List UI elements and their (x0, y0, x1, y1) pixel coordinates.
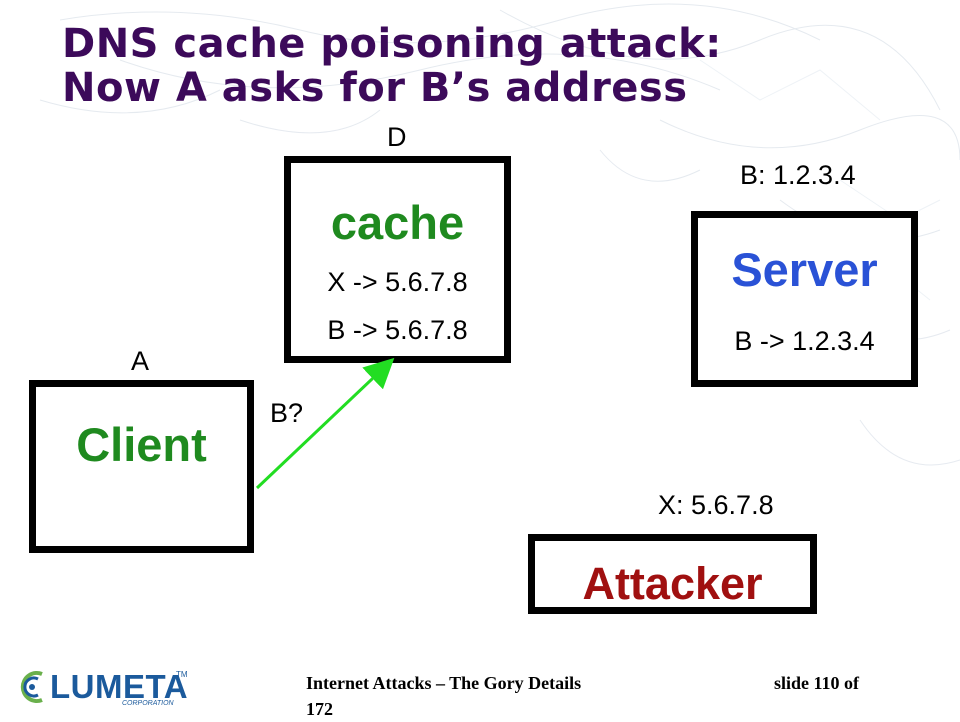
server-box: Server B -> 1.2.3.4 (691, 211, 918, 387)
slide-title: DNS cache poisoning attack: Now A asks f… (62, 22, 722, 110)
slide-title-line-1: DNS cache poisoning attack: (62, 21, 722, 67)
attacker-box: Attacker (528, 534, 817, 614)
client-box: Client (29, 380, 254, 553)
cache-title: cache (330, 196, 465, 249)
lumeta-logo-icon (20, 671, 43, 703)
slide-title-line-2: Now A asks for B’s address (62, 65, 688, 111)
label-query: B? (270, 398, 304, 428)
logo-trademark: TM (176, 670, 188, 679)
footer-slide-number: slide 110 of (774, 673, 860, 693)
label-a: A (131, 346, 150, 376)
server-entry-b: B -> 1.2.3.4 (734, 326, 875, 356)
footer-presentation-title: Internet Attacks – The Gory Details (306, 673, 582, 693)
cache-entry-b: B -> 5.6.7.8 (327, 315, 468, 345)
server-title: Server (731, 243, 878, 296)
footer-slide-total: 172 (306, 699, 333, 719)
client-title: Client (76, 418, 207, 471)
cache-entry-x: X -> 5.6.7.8 (327, 267, 468, 297)
logo-subtitle: CORPORATION (122, 700, 174, 707)
label-b-address: B: 1.2.3.4 (740, 160, 856, 190)
label-x-address: X: 5.6.7.8 (658, 490, 774, 520)
label-d: D (387, 122, 407, 152)
attacker-title: Attacker (582, 558, 763, 609)
cache-box: cache X -> 5.6.7.8 B -> 5.6.7.8 (284, 156, 511, 363)
lumeta-logo: LUMETA TM CORPORATION (12, 664, 202, 710)
query-arrow-line (255, 357, 395, 490)
logo-wordmark: LUMETA (50, 668, 189, 705)
